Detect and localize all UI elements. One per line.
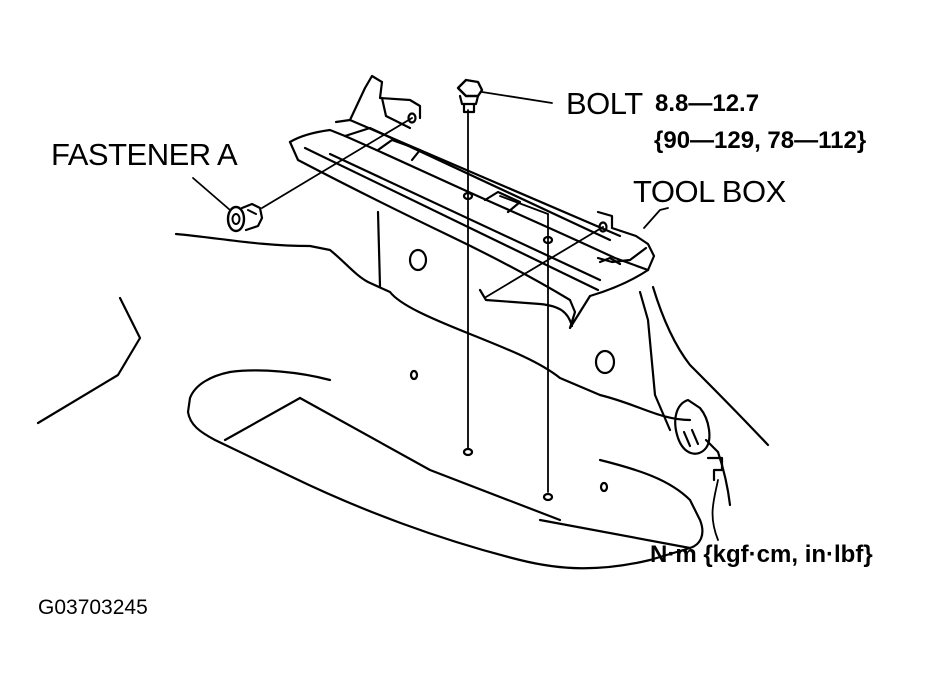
tool-box-hole-left	[407, 112, 417, 124]
fastener-a-label: FASTENER A	[51, 137, 238, 172]
tool-box-leader-line	[643, 207, 669, 229]
body-left-outline	[36, 296, 142, 425]
tool-box-bottom-flap	[478, 288, 574, 328]
tool-box-left-end	[348, 74, 422, 122]
floor-hole-small-2	[599, 481, 609, 493]
quarter-panel-clip	[706, 456, 724, 482]
tool-box-front-lip	[288, 140, 650, 330]
tool-box-top-lip	[288, 128, 650, 272]
bolt-hole-tray-1	[462, 191, 474, 201]
tool-box-channel-line-2	[328, 152, 602, 282]
fastener-assembly-line-lower	[485, 226, 604, 298]
bolt-hole-floor-2	[542, 492, 554, 502]
units-leader-line	[711, 479, 719, 541]
tool-box-hole-right	[598, 221, 608, 233]
bolt-hole-floor-1	[462, 447, 474, 457]
tool-box-inner-rib-3	[598, 256, 622, 266]
fastener-a-part	[226, 202, 264, 233]
fastener-leader-line	[192, 177, 231, 211]
quarter-panel-bracket	[674, 398, 711, 455]
rear-panel-inner-edge	[638, 290, 672, 432]
bolt-label: BOLT	[566, 86, 643, 121]
tire-well-outline	[186, 370, 704, 570]
bolt-hole-tray-2	[542, 235, 554, 245]
tire-well-bottom-edge	[538, 518, 692, 550]
rear-panel-left-side	[376, 210, 382, 288]
bolt-torque-alt-value: {90—129, 78—112}	[654, 127, 867, 154]
quarter-panel-slot	[682, 428, 700, 448]
panel-hole-left	[408, 248, 428, 272]
panel-hole-right	[594, 349, 616, 375]
figure-id: G03703245	[38, 596, 148, 619]
tool-box-label: TOOL BOX	[633, 174, 786, 209]
tire-well-floor-line	[298, 396, 562, 522]
tire-well-inner-line	[223, 396, 302, 442]
rear-panel-right-side	[651, 285, 770, 447]
bolt-torque-value: 8.8—12.7	[655, 90, 760, 117]
tire-well-rear-edge	[228, 369, 332, 382]
floor-panel-contour	[174, 232, 692, 422]
tool-box-inner-rib-1	[376, 138, 422, 162]
fastener-assembly-line-upper	[261, 117, 413, 209]
bolt-leader-line	[481, 91, 553, 104]
bolt-part	[456, 78, 484, 114]
tool-box-right-end	[596, 210, 656, 272]
tool-box-channel-line-4	[348, 118, 622, 238]
bolt-assembly-line-2-top	[499, 195, 549, 215]
tool-box-inner-rib-2	[483, 190, 522, 214]
torque-units-label: N·m {kgf·cm, in·lbf}	[650, 541, 873, 568]
quarter-panel-edge	[704, 438, 732, 507]
floor-hole-small-1	[409, 369, 419, 381]
tool-box-left-end-inner	[334, 96, 412, 130]
tool-box-channel-line-1	[303, 146, 600, 292]
